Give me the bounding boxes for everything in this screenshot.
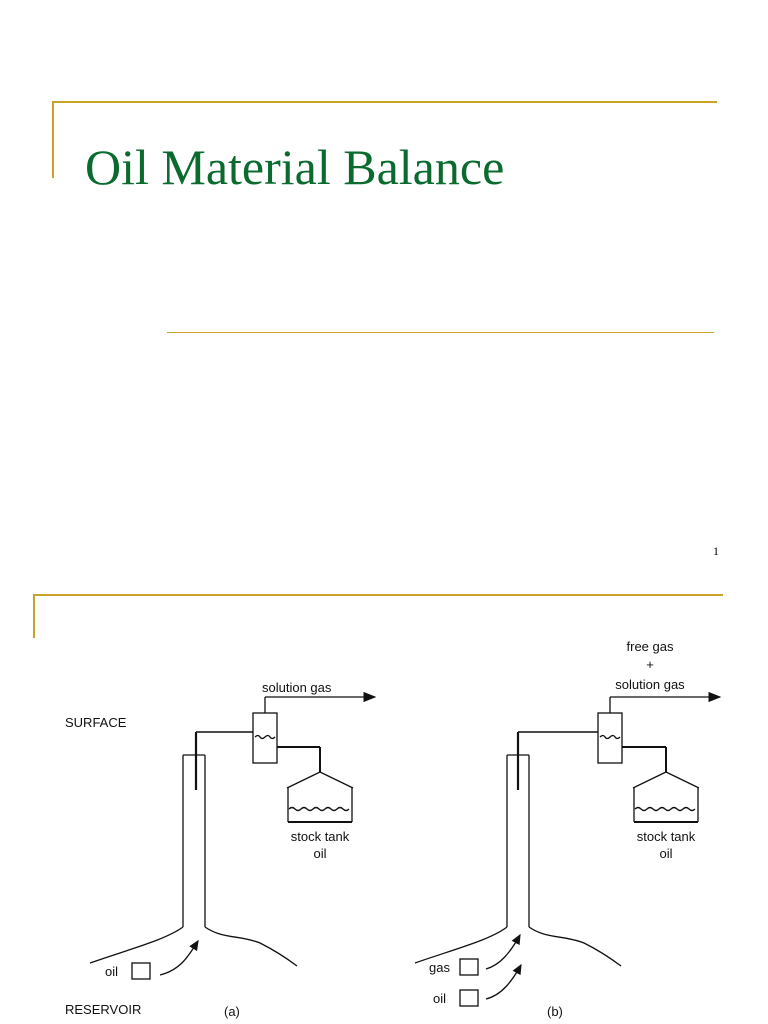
subtitle-rule: [167, 332, 714, 333]
gas-inflow-label-b: gas: [429, 960, 450, 975]
caption-b: (b): [547, 1004, 563, 1019]
stock-tank-label-a-line2: oil: [313, 846, 326, 861]
page-title: Oil Material Balance: [85, 139, 505, 195]
slide-1: Oil Material Balance 1: [52, 101, 719, 558]
slide-2: SURFACE solution gas stock tank oil oil …: [0, 585, 768, 1024]
production-diagram: SURFACE solution gas stock tank oil oil …: [65, 639, 722, 1019]
stock-tank-label-b-line2: oil: [659, 846, 672, 861]
plus-label: +: [646, 657, 654, 672]
solution-gas-label-a: solution gas: [262, 680, 332, 695]
solution-gas-label-b: solution gas: [615, 677, 685, 692]
oil-inflow-label-b: oil: [433, 991, 446, 1006]
slide2-top-rule: [33, 594, 723, 596]
panel-a: [89, 691, 377, 980]
panel-b: [414, 691, 722, 1007]
page-number: 1: [713, 544, 719, 558]
free-gas-label: free gas: [627, 639, 674, 654]
caption-a: (a): [224, 1004, 240, 1019]
surface-label: SURFACE: [65, 715, 127, 730]
reservoir-label: RESERVOIR: [65, 1002, 141, 1017]
title-top-rule: [52, 101, 717, 103]
oil-inflow-label-a: oil: [105, 964, 118, 979]
slide2-left-rule: [33, 594, 35, 638]
stock-tank-label-a-line1: stock tank: [291, 829, 350, 844]
stock-tank-label-b-line1: stock tank: [637, 829, 696, 844]
title-left-rule: [52, 101, 54, 178]
